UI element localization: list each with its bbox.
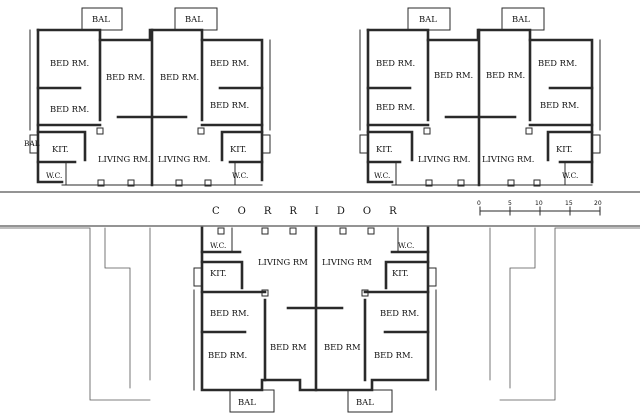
scale-tick-label: 15 — [565, 200, 573, 207]
bedroom-label: BED RM. — [50, 104, 89, 114]
labels-top-right: BAL BAL BED RM. BED RM. BED RM. BED RM. … — [374, 14, 579, 180]
block-top-right — [359, 7, 601, 187]
bedroom-label: BED RM. — [376, 58, 415, 68]
side-balcony-label: BAL — [24, 139, 40, 148]
scale-tick-label: 0 — [477, 200, 481, 207]
wc-label: W.C. — [210, 241, 226, 250]
bedroom-label: BED RM. — [538, 58, 577, 68]
block-bottom-center — [193, 226, 437, 413]
bedroom-label: BED RM. — [50, 58, 89, 68]
site-lines — [0, 227, 640, 401]
living-room-label: LIVING RM. — [482, 154, 534, 164]
wc-label: W.C. — [374, 171, 390, 180]
bedroom-label: BED RM — [270, 342, 307, 352]
bedroom-label: BED RM. — [208, 350, 247, 360]
bedroom-label: BED RM. — [540, 100, 579, 110]
scale-tick-label: 10 — [535, 200, 543, 207]
wc-label: W.C. — [398, 241, 414, 250]
corridor: CORRIDOR — [0, 191, 640, 227]
corridor-label: CORRIDOR — [212, 206, 415, 217]
living-room-label: LIVING RM — [322, 257, 372, 267]
balcony-label: BAL — [419, 14, 437, 24]
bedroom-label: BED RM. — [210, 308, 249, 318]
bedroom-label: BED RM. — [106, 72, 145, 82]
bedroom-label: BED RM — [324, 342, 361, 352]
wc-label: W.C. — [562, 171, 578, 180]
kitchen-label: KIT. — [392, 268, 409, 278]
balcony-label: BAL — [512, 14, 530, 24]
scale-tick-label: 20 — [594, 200, 602, 207]
bedroom-label: BED RM. — [210, 58, 249, 68]
kitchen-label: KIT. — [376, 144, 393, 154]
scale-tick-label: 5 — [508, 200, 512, 207]
living-room-label: LIVING RM — [258, 257, 308, 267]
living-room-label: LIVING RM. — [418, 154, 470, 164]
bedroom-label: BED RM. — [376, 102, 415, 112]
kitchen-label: KIT. — [556, 144, 573, 154]
block-top-left — [29, 7, 271, 187]
balcony — [81, 7, 123, 31]
kitchen-label: KIT. — [210, 268, 227, 278]
kitchen-label: KIT. — [230, 144, 247, 154]
bedroom-label: BED RM. — [486, 70, 525, 80]
bedroom-label: BED RM. — [210, 100, 249, 110]
balcony-label: BAL — [238, 397, 256, 407]
balcony-label: BAL — [356, 397, 374, 407]
wc-label: W.C. — [232, 171, 248, 180]
bedroom-label: BED RM. — [374, 350, 413, 360]
balcony-label: BAL — [92, 14, 110, 24]
balcony-label: BAL — [185, 14, 203, 24]
bedroom-label: BED RM. — [434, 70, 473, 80]
bedroom-label: BED RM. — [160, 72, 199, 82]
kitchen-label: KIT. — [52, 144, 69, 154]
bedroom-label: BED RM. — [380, 308, 419, 318]
living-room-label: LIVING RM. — [98, 154, 150, 164]
living-room-label: LIVING RM. — [158, 154, 210, 164]
labels-bottom: W.C. W.C. KIT. KIT. LIVING RM LIVING RM … — [208, 241, 419, 407]
wc-label: W.C. — [46, 171, 62, 180]
scale-bar: 0 5 10 15 20 — [477, 200, 602, 216]
labels-top-left: BAL BAL BED RM. BED RM. BED RM. BED RM. … — [24, 14, 249, 180]
